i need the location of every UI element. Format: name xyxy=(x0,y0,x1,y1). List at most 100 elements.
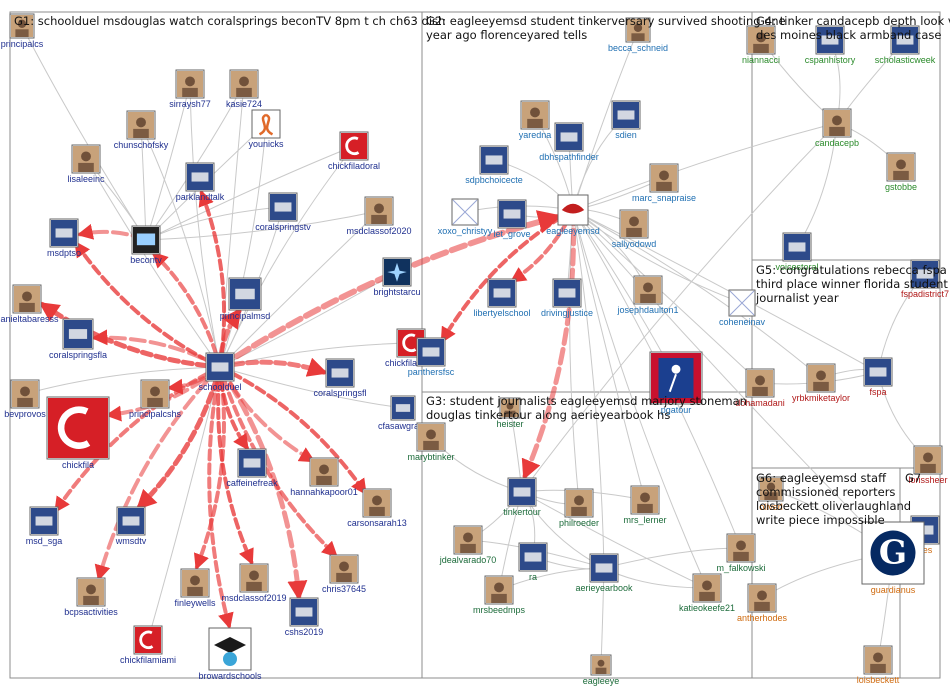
node-sdpbchoicecte[interactable]: sdpbchoicecte xyxy=(465,145,523,185)
edge-eagleeyemsd-guardianus xyxy=(572,209,894,554)
node-schoolduel[interactable]: schoolduel xyxy=(198,352,242,392)
logo-icon xyxy=(31,508,57,534)
node-cshs2019[interactable]: cshs2019 xyxy=(285,597,324,637)
node-sallyodowd[interactable]: sallyodowd xyxy=(612,209,657,249)
node-niannacci[interactable]: niannacci xyxy=(742,25,780,65)
node-browardschools[interactable]: browardschools xyxy=(198,627,262,681)
node-ra[interactable]: ra xyxy=(518,542,548,582)
node-coralspringstv[interactable]: coralspringstv xyxy=(255,192,311,232)
user-icon xyxy=(522,102,548,128)
node-lorissheer[interactable]: lorissheer xyxy=(908,445,948,485)
node-fspadistrict7[interactable]: fspadistrict7 xyxy=(901,259,949,299)
node-lisaleeinc[interactable]: lisaleeinc xyxy=(67,144,105,184)
node-wmsdtv[interactable]: wmsdtv xyxy=(115,506,147,546)
node-chunschofsky[interactable]: chunschofsky xyxy=(114,110,169,150)
node-marybtinker[interactable]: marybtinker xyxy=(407,422,455,462)
node-carsonsarah13[interactable]: carsonsarah13 xyxy=(347,488,407,528)
node-principalmsd[interactable]: principalmsd xyxy=(220,277,271,321)
node-principalcs[interactable]: principalcs xyxy=(1,13,44,49)
node-pgatour[interactable]: pgatour xyxy=(649,351,703,415)
node-candacepb[interactable]: candacepb xyxy=(815,108,859,148)
node-eagleeyemsd[interactable]: eagleeyemsd xyxy=(546,194,600,236)
node-xoxo_christyy[interactable]: xoxo_christyy xyxy=(438,198,493,236)
node-let_grove[interactable]: let_grove xyxy=(493,199,531,239)
node-chris37645[interactable]: chris37645 xyxy=(322,554,366,594)
node-eagleeye[interactable]: eagleeye xyxy=(583,654,620,686)
node-sdien[interactable]: sdien xyxy=(611,100,641,140)
node-scholasticweek[interactable]: scholasticweek xyxy=(875,25,936,65)
icon-body xyxy=(491,593,507,603)
node-caffeinefreak[interactable]: caffeinefreak xyxy=(226,448,278,488)
node-label: chickfilamiami xyxy=(120,655,176,665)
node-loisbeckett[interactable]: loisbeckett xyxy=(857,645,900,685)
icon-head xyxy=(190,575,200,586)
node-libertyelschool[interactable]: libertyelschool xyxy=(473,278,531,318)
node-gstobbe[interactable]: gstobbe xyxy=(885,152,917,192)
node-dohamadani[interactable]: dohamadani xyxy=(735,368,785,408)
node-cfasawgrass[interactable]: cfasawgrass xyxy=(378,395,429,431)
node-bevprovos[interactable]: bevprovos xyxy=(4,379,46,419)
logo-icon xyxy=(613,102,639,128)
node-katieokeefe21[interactable]: katieokeefe21 xyxy=(679,573,735,613)
node-label: msdptso xyxy=(47,248,81,258)
node-mrsbeedmps[interactable]: mrsbeedmps xyxy=(473,575,526,615)
node-parklandtalk[interactable]: parklandtalk xyxy=(176,162,225,202)
icon-body xyxy=(754,601,770,611)
node-label: becca_schneid xyxy=(608,43,668,53)
node-coheneinav[interactable]: coheneinav xyxy=(719,289,766,327)
icon-body xyxy=(316,475,332,485)
node-cspanhistory[interactable]: cspanhistory xyxy=(805,25,856,65)
node-kasie724[interactable]: kasie724 xyxy=(226,69,262,109)
icon-body xyxy=(246,581,262,591)
node-voicestoral[interactable]: voicestoral xyxy=(775,232,819,272)
node-label: wmsdtv xyxy=(115,536,147,546)
node-label: chickfila xyxy=(62,460,94,470)
node-principalcshs[interactable]: principalcshs xyxy=(129,379,182,419)
node-fspa[interactable]: fspa xyxy=(863,357,893,397)
node-younicks[interactable]: younicks xyxy=(248,109,284,149)
icon-mark xyxy=(274,202,292,212)
node-m_falkowski[interactable]: m_falkowski xyxy=(716,533,766,573)
node-label: msdclassof2019 xyxy=(221,593,286,603)
node-heister[interactable]: heister xyxy=(496,397,524,429)
node-panthersfsc[interactable]: panthersfsc xyxy=(408,337,455,377)
user-icon xyxy=(694,575,720,601)
node-coralspringsfl[interactable]: coralspringsfl xyxy=(313,358,367,398)
icon-body xyxy=(187,586,203,596)
node-antherhodes[interactable]: antherhodes xyxy=(737,583,788,623)
node-msdclassof2019[interactable]: msdclassof2019 xyxy=(221,563,287,603)
node-jdealvarado70[interactable]: jdealvarado70 xyxy=(439,525,497,565)
icon-head xyxy=(574,495,584,506)
node-aerieyearbook[interactable]: aerieyearbook xyxy=(575,553,633,593)
node-dbhspathfinder[interactable]: dbhspathfinder xyxy=(539,122,599,162)
node-josephdaulton1[interactable]: josephdaulton1 xyxy=(616,275,679,315)
node-chickfiladoral[interactable]: chickfiladoral xyxy=(328,131,380,171)
node-msdclassof2020[interactable]: msdclassof2020 xyxy=(346,196,412,236)
node-becontv[interactable]: becontv xyxy=(130,225,162,265)
node-chickfila[interactable]: chickfila xyxy=(46,396,110,470)
icon-body xyxy=(626,227,642,237)
node-oliverlaughland[interactable]: oliverl xyxy=(758,476,784,512)
node-label: fspa xyxy=(869,387,886,397)
node-msd_sga[interactable]: msd_sga xyxy=(26,506,63,546)
node-finleywells[interactable]: finleywells xyxy=(174,568,216,608)
node-becca_schneid[interactable]: becca_schneid xyxy=(608,17,668,53)
node-mrs_lerner[interactable]: mrs_lerner xyxy=(623,485,667,525)
node-coralspringsfla[interactable]: coralspringsfla xyxy=(49,318,107,360)
node-bcpsactivities[interactable]: bcpsactivities xyxy=(64,577,118,617)
node-philroeder[interactable]: philroeder xyxy=(559,488,599,528)
node-danieltabaresss[interactable]: danieltabaresss xyxy=(0,284,59,324)
node-chickfilamiami[interactable]: chickfilamiami xyxy=(120,625,176,665)
icon-cap xyxy=(214,637,246,653)
node-hannahkapoor01[interactable]: hannahkapoor01 xyxy=(290,457,358,497)
node-yaredna[interactable]: yaredna xyxy=(519,100,552,140)
node-brightstarcu[interactable]: brightstarcu xyxy=(373,257,421,297)
node-msdptso[interactable]: msdptso xyxy=(47,218,81,258)
node-marc_snapraise[interactable]: marc_snapraise xyxy=(632,163,696,203)
node-sirraysh77[interactable]: sirraysh77 xyxy=(169,69,211,109)
edge-schoolduel-cfasawgrass xyxy=(219,366,405,411)
node-yrbkmiketaylor[interactable]: yrbkmiketaylor xyxy=(792,363,850,403)
node-drivingjustice[interactable]: drivingjustice xyxy=(541,278,593,318)
node-tinkertour[interactable]: tinkertour xyxy=(503,477,541,517)
